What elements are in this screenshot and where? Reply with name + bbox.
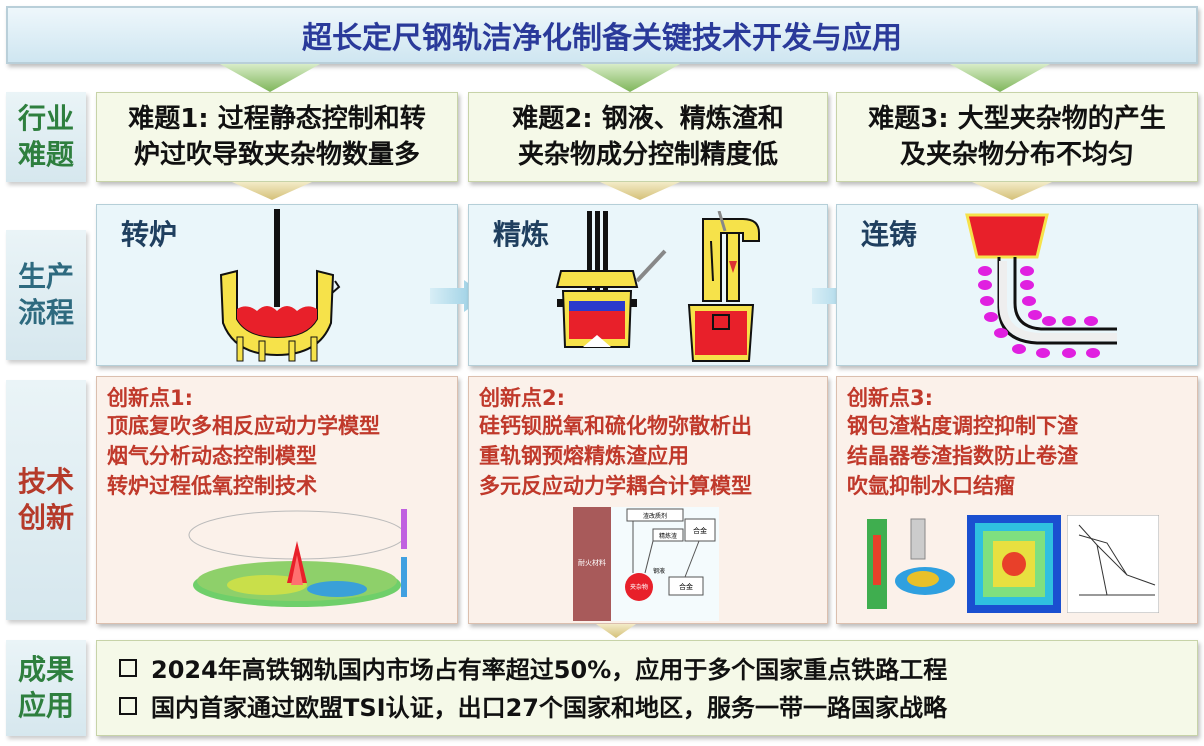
innovation-2-box: 创新点2: 硅钙钡脱氧和硫化物弥散析出 重轨钢预熔精炼渣应用 多元反应动力学耦合… [468, 376, 828, 624]
row-label-line: 行业 [17, 102, 74, 135]
result-item: 2024年高铁钢轨国内市场占有率超过50%，应用于多个国家重点铁路工程 [119, 651, 1175, 689]
innovation-line: 转炉过程低氧控制技术 [107, 474, 317, 498]
problem-line: 难题3: 大型夹杂物的产生 [868, 104, 1166, 134]
process-label: 连铸 [861, 218, 918, 251]
reaction-diagram: 渣改质剂 精炼渣 合金 耐火材料 钢液 夹杂物 合金 [573, 507, 719, 621]
down-arrow-icon [580, 64, 680, 92]
row-label-line: 创新 [17, 501, 74, 534]
down-arrow-icon [220, 64, 320, 92]
innovation-line: 烟气分析动态控制模型 [107, 444, 317, 468]
diagram-label: 合金 [679, 582, 693, 591]
row-label-line: 难题 [17, 138, 74, 171]
innovation-3-box: 创新点3: 钢包渣粘度调控抑制下渣 结晶器卷渣指数防止卷渣 吹氩抑制水口结瘤 [836, 376, 1198, 624]
down-arrow-icon [596, 624, 636, 638]
innovation-line: 重轨钢预熔精炼渣应用 [479, 444, 689, 468]
result-text: 2024年高铁钢轨国内市场占有率超过50%，应用于多个国家重点铁路工程 [151, 656, 948, 684]
problem-line: 炉过吹导致夹杂物数量多 [133, 140, 420, 170]
process-converter-box: 转炉 [96, 204, 458, 366]
down-arrow-icon [600, 182, 680, 200]
simulation-image-icon [188, 509, 407, 607]
converter-icon [219, 209, 341, 362]
process-refining-box: 精炼 [468, 204, 828, 366]
diagram-label: 夹杂物 [630, 583, 648, 591]
problem-3-box: 难题3: 大型夹杂物的产生及夹杂物分布不均匀 [836, 92, 1198, 182]
problem-line: 夹杂物成分控制精度低 [517, 140, 778, 170]
innovation-line: 结晶器卷渣指数防止卷渣 [847, 444, 1078, 468]
checkbox-square-icon [119, 697, 137, 715]
page-title: 超长定尺钢轨洁净化制备关键技术开发与应用 [6, 6, 1198, 64]
innovation-1-box: 创新点1: 顶底复吹多相反应动力学模型 烟气分析动态控制模型 转炉过程低氧控制技… [96, 376, 458, 624]
row-label-industry-problems: 行业难题 [6, 92, 86, 182]
results-box: 2024年高铁钢轨国内市场占有率超过50%，应用于多个国家重点铁路工程 国内首家… [96, 640, 1198, 736]
checkbox-square-icon [119, 659, 137, 677]
innovation-line: 硅钙钡脱氧和硫化物弥散析出 [479, 414, 752, 438]
row-label-tech-innovation: 技术创新 [6, 380, 86, 620]
innovation-title: 创新点2: [479, 386, 566, 410]
problem-line: 及夹杂物分布不均匀 [899, 140, 1134, 170]
result-text: 国内首家通过欧盟TSI认证，出口27个国家和地区，服务一带一路国家战略 [151, 694, 947, 722]
row-label-production-process: 生产流程 [6, 230, 86, 360]
innovation-line: 钢包渣粘度调控抑制下渣 [847, 414, 1078, 438]
diagram-label: 合金 [693, 526, 707, 535]
problem-line: 难题2: 钢液、精炼渣和 [512, 104, 784, 134]
row-label-line: 成果 [17, 653, 74, 686]
diagram-label: 精炼渣 [659, 532, 677, 540]
innovation-title: 创新点1: [107, 386, 194, 410]
problem-1-box: 难题1: 过程静态控制和转炉过吹导致夹杂物数量多 [96, 92, 458, 182]
innovation-line: 吹氩抑制水口结瘤 [847, 474, 1015, 498]
process-casting-box: 连铸 [836, 204, 1198, 366]
down-arrow-icon [972, 182, 1052, 200]
flow-simulation-icon [867, 518, 955, 609]
row-label-results: 成果应用 [6, 640, 86, 736]
process-label: 精炼 [493, 218, 550, 251]
mold-contour-icon [967, 515, 1061, 613]
phase-diagram-icon [1067, 515, 1159, 613]
innovation-title: 创新点3: [847, 386, 934, 410]
diagram-label: 耐火材料 [578, 558, 606, 567]
innovation-line: 顶底复吹多相反应动力学模型 [107, 414, 380, 438]
diagram-label: 渣改质剂 [643, 512, 667, 520]
problem-2-box: 难题2: 钢液、精炼渣和夹杂物成分控制精度低 [468, 92, 828, 182]
process-label: 转炉 [121, 218, 178, 251]
result-item: 国内首家通过欧盟TSI认证，出口27个国家和地区，服务一带一路国家战略 [119, 689, 1175, 727]
down-arrow-icon [950, 64, 1050, 92]
problem-line: 难题1: 过程静态控制和转 [128, 104, 426, 134]
row-label-line: 技术 [17, 465, 74, 498]
diagram-label: 钢液 [653, 567, 665, 575]
row-label-line: 流程 [17, 296, 74, 329]
row-label-line: 应用 [17, 689, 74, 722]
continuous-caster-icon [965, 213, 1117, 358]
row-label-line: 生产 [17, 260, 74, 293]
innovation-line: 多元反应动力学耦合计算模型 [479, 474, 752, 498]
ladle-furnace-icon [555, 211, 760, 362]
down-arrow-icon [232, 182, 312, 200]
